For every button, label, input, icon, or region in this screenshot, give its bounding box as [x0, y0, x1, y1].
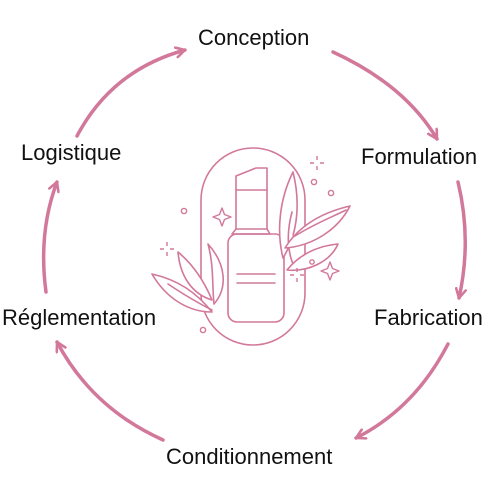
step-label-conditionnement: Conditionnement [166, 444, 333, 469]
step-label-logistique: Logistique [21, 140, 122, 165]
arrow-conception-to-formulation [331, 50, 439, 141]
cosmetic-bottle-icon [200, 147, 306, 346]
leaf-icon [278, 171, 351, 272]
arrow-formulation-to-fabrication [458, 180, 465, 300]
step-label-conception: Conception [198, 25, 310, 50]
step-label-fabrication: Fabrication [374, 305, 483, 330]
arrow-fabrication-to-conditionnement [354, 342, 450, 440]
arrow-reglementation-to-logistique [41, 180, 57, 294]
step-label-formulation: Formulation [361, 144, 478, 169]
step-label-reglementation: Réglementation [2, 305, 157, 330]
leaf-icon [151, 243, 224, 313]
arrow-logistique-to-conception [75, 50, 187, 138]
sparkle-icon [160, 156, 340, 334]
arrow-conditionnement-to-reglementation [55, 340, 165, 442]
